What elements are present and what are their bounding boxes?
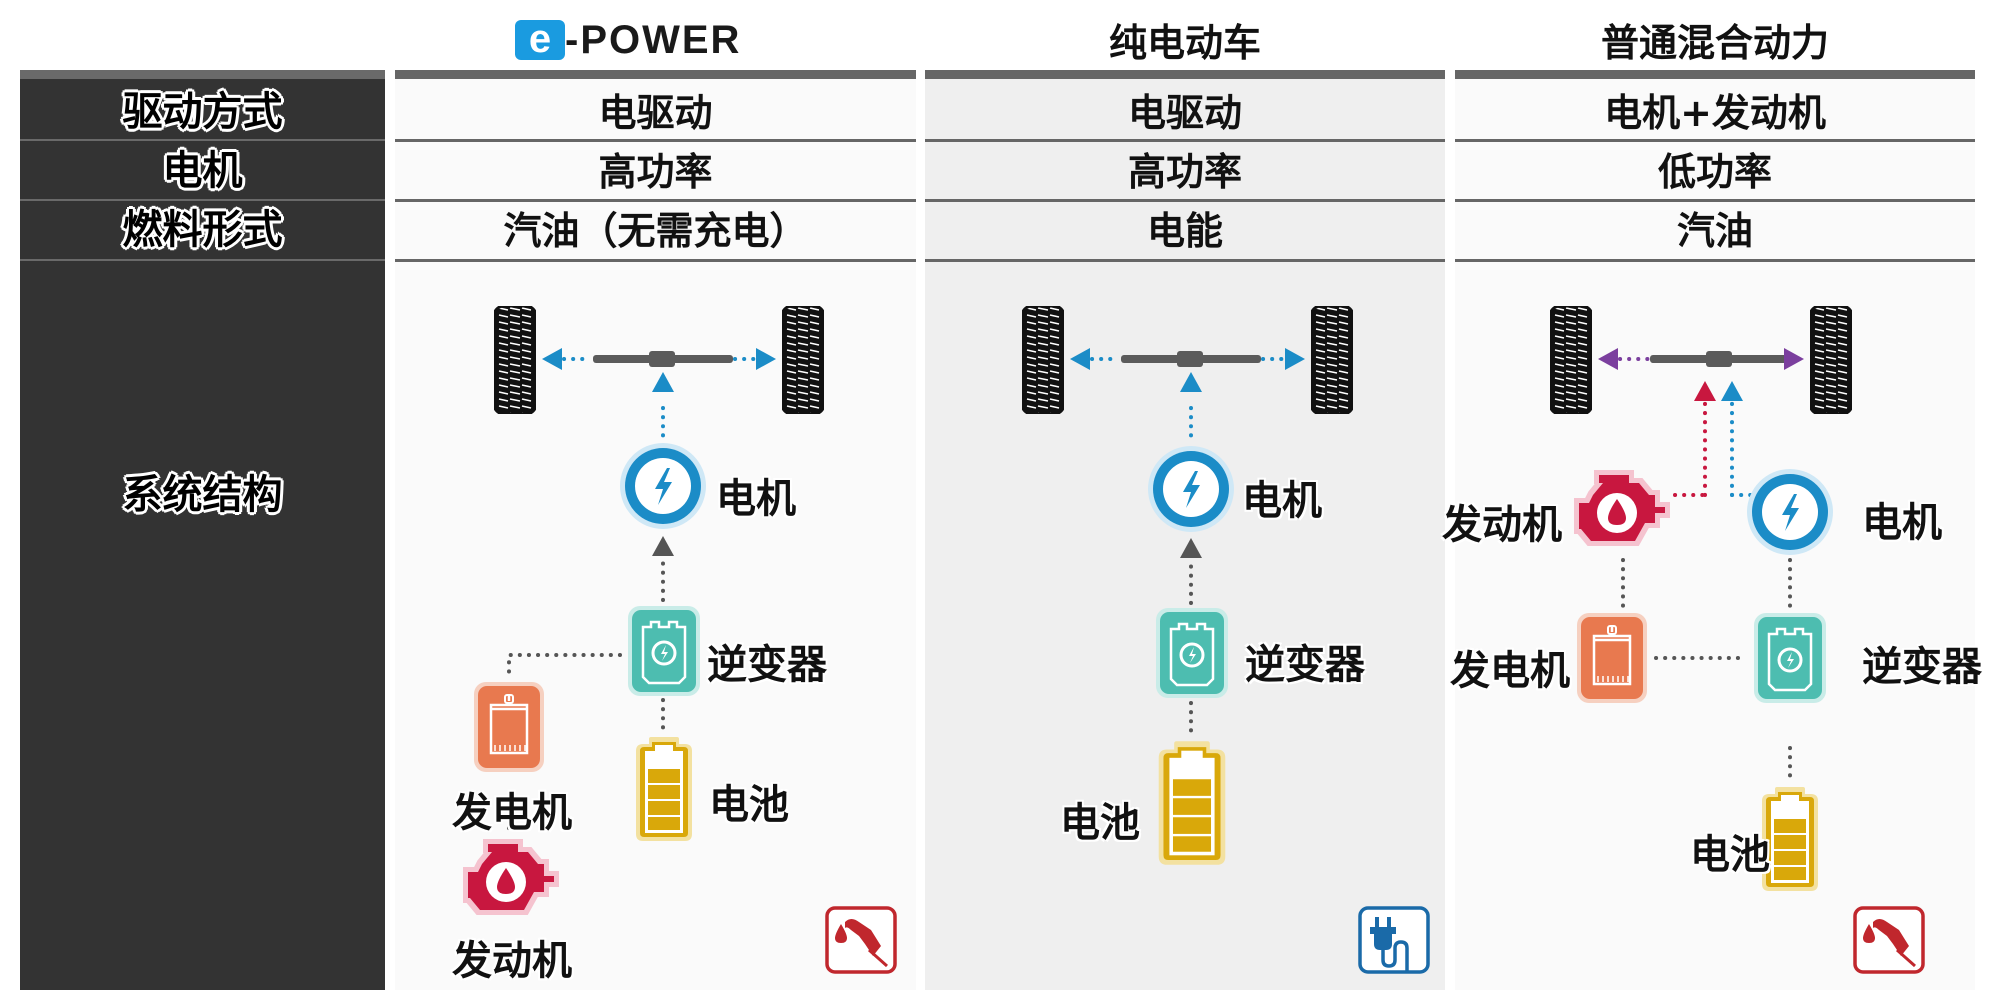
generator-icon	[1576, 612, 1648, 704]
tire-icon	[782, 306, 824, 414]
arrow-up-icon	[1180, 538, 1202, 558]
fuel-pump-icon	[825, 906, 897, 974]
cell-motor: 高功率	[1127, 150, 1242, 194]
axle-icon	[593, 351, 733, 367]
row-divider	[395, 259, 916, 262]
tire-icon	[1311, 306, 1353, 414]
row-label-drive-mode: 驱动方式	[122, 89, 283, 135]
column-epower: 电驱动 高功率 汽油（无需充电）	[395, 70, 916, 990]
label-generator-epower: 发电机	[452, 790, 572, 836]
arrow-right-icon	[1784, 348, 1804, 370]
fuel-pump-icon	[1853, 906, 1925, 974]
tire-icon	[1550, 306, 1592, 414]
tire-icon	[1810, 306, 1852, 414]
row-header-column	[20, 70, 385, 990]
arrow-left-icon	[1598, 348, 1618, 370]
label-engine-hybrid: 发动机	[1442, 502, 1562, 548]
arrow-right-icon	[1285, 348, 1305, 370]
axle-icon	[1121, 351, 1261, 367]
column-hybrid: 电机+发动机 低功率 汽油	[1455, 70, 1975, 990]
cell-fuel-type: 电能	[1146, 209, 1223, 253]
engine-icon	[466, 842, 556, 912]
label-battery-epower: 电池	[709, 782, 789, 828]
label-motor-hybrid: 电机	[1862, 500, 1942, 546]
label-generator-hybrid: 发电机	[1450, 648, 1570, 694]
label-inverter-ev: 逆变器	[1245, 642, 1365, 688]
column-header-bar	[1455, 70, 1975, 79]
motor-icon	[1148, 446, 1234, 532]
row-divider	[20, 259, 385, 261]
row-divider	[1455, 139, 1975, 142]
cell-fuel-type: 汽油	[1676, 209, 1753, 253]
row-divider	[925, 139, 1445, 142]
inverter-icon	[1753, 612, 1827, 704]
row-divider	[925, 259, 1445, 262]
arrow-up-icon	[652, 536, 674, 556]
engine-icon	[1577, 473, 1667, 543]
axle-icon	[1650, 351, 1790, 367]
label-inverter-epower: 逆变器	[707, 642, 827, 688]
row-label-fuel-type: 燃料形式	[122, 207, 283, 253]
label-battery-hybrid: 电池	[1690, 832, 1770, 878]
cell-fuel-type: 汽油（无需充电）	[503, 209, 808, 253]
row-header-topbar	[20, 70, 385, 79]
row-divider	[925, 199, 1445, 202]
cell-drive-mode: 电驱动	[1127, 91, 1242, 135]
epower-logo-text: -POWER	[565, 18, 742, 62]
label-battery-ev: 电池	[1060, 800, 1140, 846]
column-header-bar	[925, 70, 1445, 79]
battery-icon	[636, 737, 692, 841]
column-title-hybrid: 普通混合动力	[1600, 21, 1829, 65]
battery-icon	[1762, 787, 1818, 891]
arrow-left-icon	[542, 348, 562, 370]
cell-motor: 低功率	[1657, 150, 1772, 194]
cell-motor: 高功率	[598, 150, 713, 194]
tire-icon	[494, 306, 536, 414]
epower-logo-e: e	[515, 19, 565, 60]
row-divider	[395, 139, 916, 142]
arrow-right-icon	[756, 348, 776, 370]
arrow-up-icon	[1180, 372, 1202, 392]
column-title-ev: 纯电动车	[1108, 21, 1261, 65]
arrow-up-icon	[652, 372, 674, 392]
motor-icon	[620, 443, 706, 529]
arrow-up-icon	[1694, 381, 1716, 401]
inverter-icon	[627, 605, 701, 697]
inverter-icon	[1155, 607, 1229, 699]
generator-icon	[473, 681, 545, 773]
cell-drive-mode: 电驱动	[598, 91, 713, 135]
plug-icon	[1358, 906, 1430, 974]
tire-icon	[1022, 306, 1064, 414]
arrow-left-icon	[1070, 348, 1090, 370]
row-divider	[20, 199, 385, 201]
arrow-up-icon	[1721, 381, 1743, 401]
column-header-bar	[395, 70, 916, 79]
row-label-motor: 电机	[162, 148, 243, 194]
label-motor-ev: 电机	[1242, 478, 1322, 524]
label-motor-epower: 电机	[716, 476, 796, 522]
label-engine-epower: 发动机	[452, 938, 572, 984]
label-inverter-hybrid: 逆变器	[1862, 644, 1982, 690]
motor-icon	[1747, 469, 1833, 555]
connector-inverter-generator	[507, 653, 622, 678]
row-divider	[1455, 199, 1975, 202]
row-label-system-structure: 系统结构	[122, 472, 283, 518]
row-divider	[20, 139, 385, 141]
cell-drive-mode: 电机+发动机	[1604, 91, 1826, 135]
row-divider	[1455, 259, 1975, 262]
row-divider	[395, 199, 916, 202]
battery-icon	[1158, 741, 1226, 865]
